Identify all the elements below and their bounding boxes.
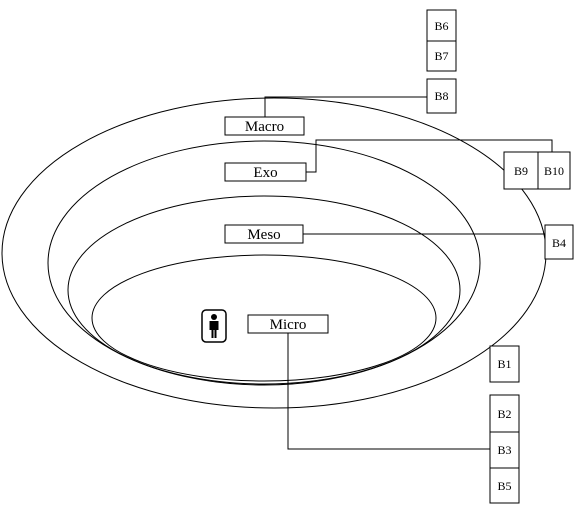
exo-ellipse (47, 140, 481, 386)
person-icon (201, 309, 227, 343)
micro-label: Micro (247, 314, 329, 334)
box-b9: B9 (503, 151, 539, 190)
box-b3-label: B3 (497, 443, 511, 457)
box-b1: B1 (489, 345, 520, 383)
box-b8: B8 (426, 78, 457, 114)
box-b10: B10 (537, 151, 571, 190)
macro-label-text: Macro (245, 119, 284, 135)
box-b10-label: B10 (544, 164, 564, 178)
macro-label: Macro (224, 116, 305, 136)
box-b8-label: B8 (434, 89, 448, 103)
box-b2: B2 (489, 394, 520, 433)
box-b5: B5 (489, 467, 520, 504)
box-b1-label: B1 (497, 357, 511, 371)
box-b7-label: B7 (434, 49, 448, 63)
box-b5-label: B5 (497, 479, 511, 493)
box-b7: B7 (426, 40, 457, 72)
exo-label: Exo (224, 162, 307, 182)
box-b2-label: B2 (497, 407, 511, 421)
box-b9-label: B9 (514, 164, 528, 178)
micro-label-text: Micro (270, 317, 307, 333)
micro-connector (287, 333, 490, 450)
exo-connector (306, 139, 553, 173)
exo-label-text: Exo (253, 165, 277, 181)
box-b4-label: B4 (552, 236, 566, 250)
meso-label-text: Meso (247, 227, 280, 243)
box-b4: B4 (544, 224, 574, 260)
box-b3: B3 (489, 431, 520, 469)
macro-connector (264, 96, 427, 117)
micro-ellipse (91, 254, 437, 382)
meso-label: Meso (224, 224, 304, 244)
meso-ellipse (67, 195, 461, 385)
box-b6: B6 (426, 9, 457, 42)
box-b6-label: B6 (434, 19, 448, 33)
